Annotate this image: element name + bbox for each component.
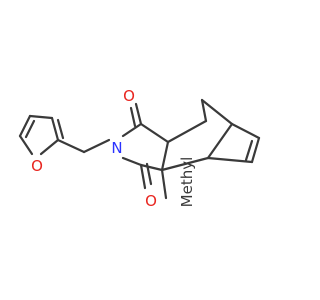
bond-furan-c2-c3: [50, 116, 60, 142]
bond-alkene-bridgehead-bottom: [206, 156, 254, 164]
molecule-drawing: O N O O Methyl: [18, 87, 261, 210]
bond-bridge-bridgehead-right: [200, 98, 234, 126]
bond-methyl: [160, 168, 168, 200]
bond-cbottom-o: [139, 163, 147, 190]
structure-canvas: O N O O Methyl: [18, 87, 261, 210]
bond-cb-bridgehead-bottom: [160, 156, 210, 172]
bond-furan-c2-c3-inner: [56, 118, 65, 140]
bond-bridgehead-right-alkene-top: [230, 122, 261, 140]
bond-bridgehead-top-bridge: [200, 98, 208, 123]
bond-ctop-o-inner: [129, 106, 137, 128]
bond-cbottom-o-inner: [145, 162, 153, 186]
bond-alkene: [250, 136, 261, 164]
bond-furan-c4-c5: [18, 114, 32, 138]
bond-cbottom-cb: [139, 163, 164, 172]
bond-furan-ch2: [56, 138, 86, 154]
bond-bridgehead-bottom-bridgehead-right: [206, 122, 234, 160]
furan-ring: [18, 114, 65, 156]
bond-ctop-o: [134, 102, 143, 126]
bond-furan-c4-c5-inner: [24, 119, 36, 139]
bond-ca-cb: [160, 140, 170, 172]
bond-n-c-top: [121, 122, 143, 138]
bond-ctop-ca: [139, 122, 170, 144]
bond-furan-c5-o: [18, 134, 34, 156]
bond-ch2-n: [82, 138, 111, 154]
bond-alkene-inner: [244, 139, 254, 162]
carbonyl-oxygen-bottom-label: O: [145, 192, 157, 210]
imide-ring: [121, 102, 170, 190]
carbonyl-oxygen-top-label: O: [123, 87, 135, 105]
furan-oxygen-label: O: [31, 157, 43, 175]
methyl-label: Methyl: [178, 157, 196, 208]
norbornene-ring: [160, 98, 261, 172]
bond-ca-bridgehead-top: [166, 119, 208, 144]
bond-furan-c3-c4: [28, 114, 54, 120]
imide-nitrogen-label: N: [111, 139, 122, 157]
bond-n-c-bottom: [121, 156, 143, 167]
bond-furan-o-c2: [39, 138, 60, 156]
